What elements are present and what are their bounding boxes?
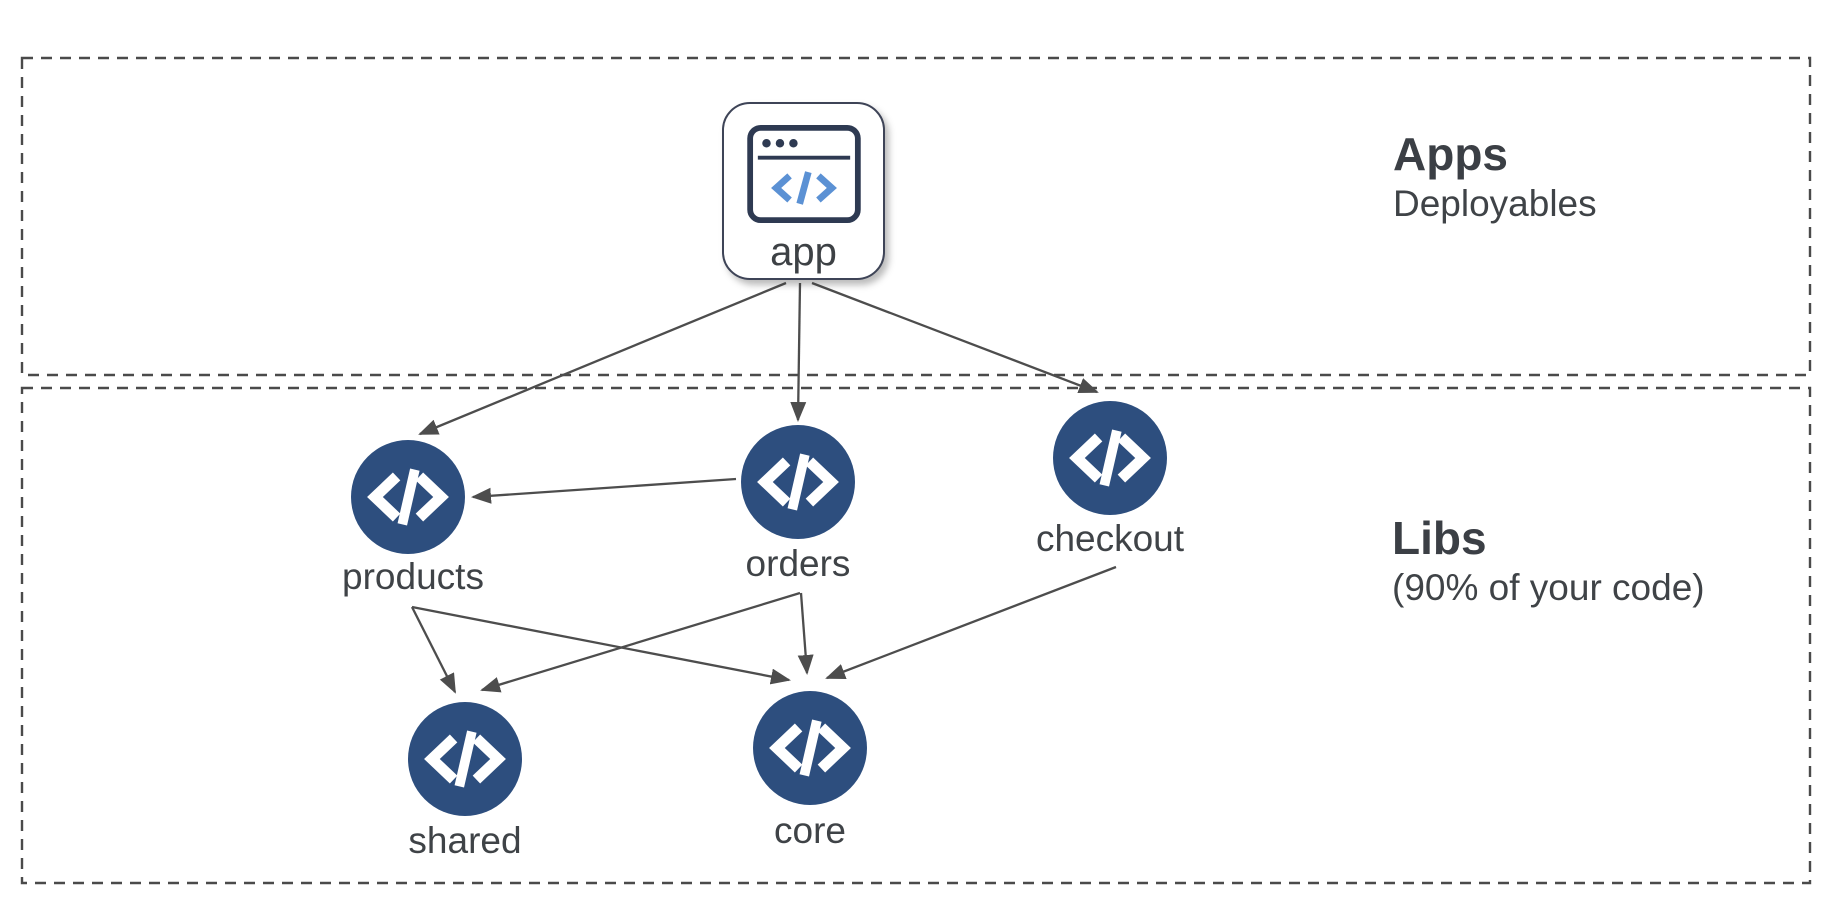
libs-section-label: Libs (90% of your code) <box>1392 512 1705 611</box>
node-shared-label: shared <box>408 820 522 861</box>
node-core-label: core <box>774 810 846 851</box>
code-circle-icon <box>351 440 465 554</box>
code-circle-icon <box>753 691 867 805</box>
node-products-label: products <box>342 556 484 597</box>
edge-app-products <box>418 281 787 436</box>
node-core <box>753 691 867 805</box>
libs-section-subtitle: (90% of your code) <box>1392 566 1705 608</box>
code-circle-icon <box>408 702 522 816</box>
node-checkout-label: checkout <box>1035 518 1185 559</box>
node-orders <box>741 425 855 539</box>
apps-section-subtitle: Deployables <box>1393 182 1597 224</box>
edge-products-shared <box>410 606 457 694</box>
edge-orders-core <box>797 592 814 675</box>
dependency-edges <box>410 281 1117 694</box>
node-app: app <box>722 102 885 280</box>
edge-orders-products <box>471 477 737 504</box>
node-app-label: app <box>770 230 837 274</box>
code-circle-icon <box>1053 401 1167 515</box>
libs-section-box <box>20 386 1812 885</box>
node-orders-label: orders <box>745 543 851 584</box>
node-shared <box>408 702 522 816</box>
code-circle-icon <box>741 425 855 539</box>
edge-products-core <box>411 605 791 685</box>
apps-section-label: Apps Deployables <box>1393 128 1597 227</box>
node-products <box>351 440 465 554</box>
browser-code-icon <box>746 124 861 224</box>
apps-section-box <box>20 56 1812 377</box>
libs-section-title: Libs <box>1392 512 1487 564</box>
apps-section-title: Apps <box>1393 128 1508 180</box>
node-checkout <box>1053 401 1167 515</box>
edge-orders-shared <box>480 591 801 693</box>
edge-app-orders <box>790 282 807 422</box>
edge-checkout-core <box>825 565 1117 680</box>
edge-app-checkout <box>811 281 1099 394</box>
